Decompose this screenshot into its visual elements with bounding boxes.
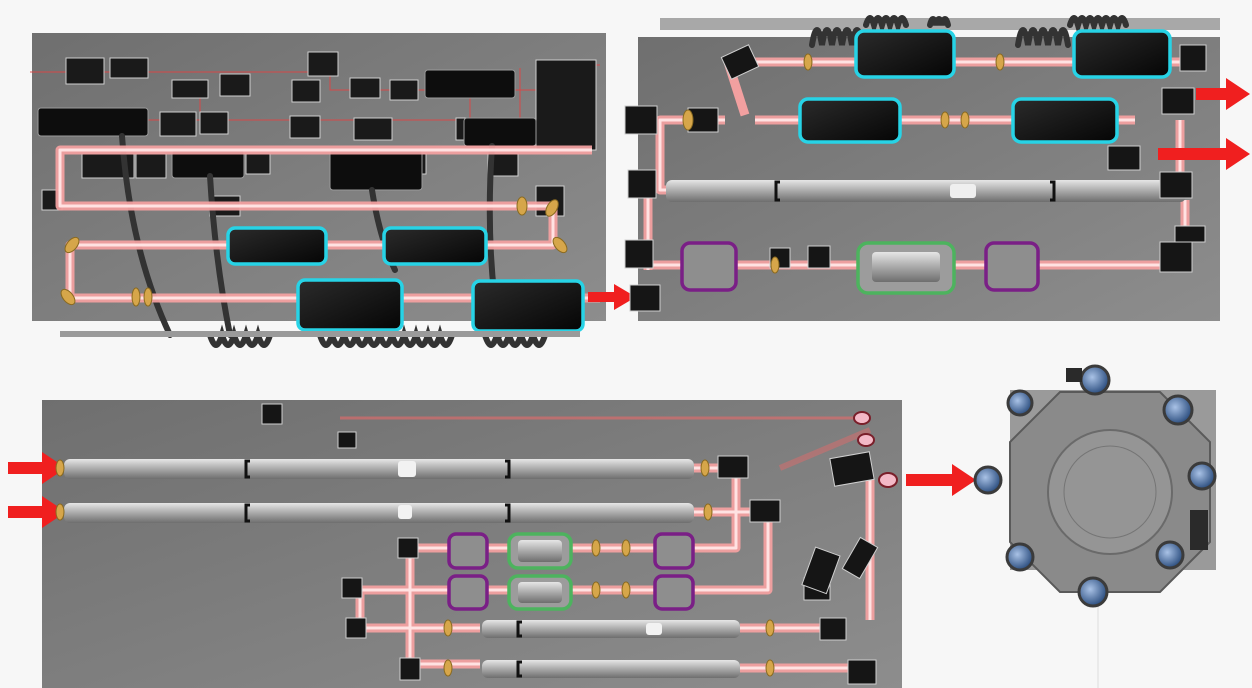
- upper-amplifier-table: [625, 18, 1250, 321]
- target-chamber: [975, 366, 1216, 688]
- lower-compressor-table: [8, 400, 976, 688]
- arrow-right-icon: [906, 464, 976, 496]
- front-end-table: [30, 33, 636, 345]
- chamber-lid: [1048, 430, 1172, 554]
- vacuum-spatial-filter: [666, 180, 1186, 202]
- table-rail: [60, 331, 580, 337]
